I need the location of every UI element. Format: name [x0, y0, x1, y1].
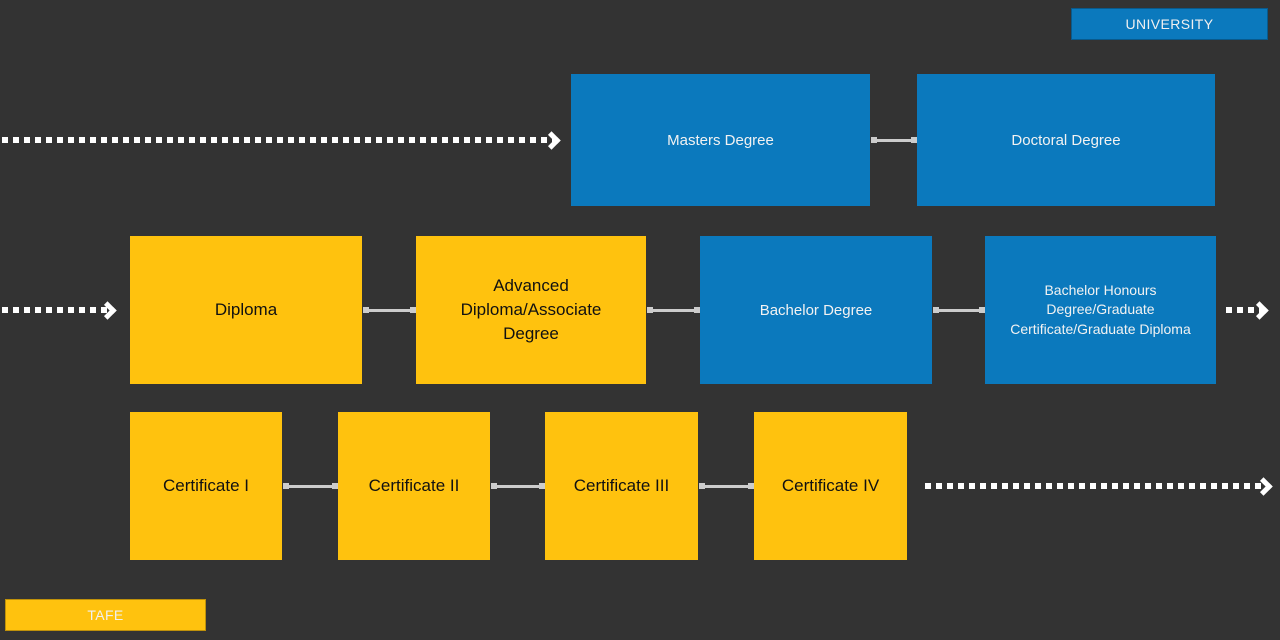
box-bachelor-honours: Bachelor Honours Degree/Graduate Certifi… — [985, 236, 1216, 384]
connector-endpoint-icon — [979, 307, 985, 313]
connector-line — [939, 308, 979, 312]
tafe-tag-label: TAFE — [87, 607, 124, 623]
dotted-line — [2, 137, 556, 143]
connector-endpoint-icon — [332, 483, 338, 489]
connector-cert1-cert2 — [283, 480, 338, 492]
box-label: Certificate III — [573, 476, 670, 496]
box-label: Doctoral Degree — [1011, 131, 1121, 149]
university-tag-label: UNIVERSITY — [1125, 16, 1214, 32]
arrowhead-icon — [542, 130, 561, 150]
box-masters-degree: Masters Degree — [571, 74, 870, 206]
connector-line — [497, 484, 539, 488]
pathway-arrow-middle-right — [1226, 300, 1269, 320]
box-label: Certificate II — [368, 476, 460, 496]
arrowhead-icon — [1250, 300, 1269, 320]
connector-endpoint-icon — [283, 483, 289, 489]
box-label: Bachelor Degree — [759, 301, 873, 319]
connector-endpoint-icon — [871, 137, 877, 143]
connector-endpoint-icon — [933, 307, 939, 313]
connector-bachelor-honours — [933, 304, 985, 316]
connector-endpoint-icon — [491, 483, 497, 489]
box-label: Diploma — [214, 300, 278, 320]
connector-endpoint-icon — [694, 307, 700, 313]
box-certificate-2: Certificate II — [338, 412, 490, 560]
connector-cert2-cert3 — [491, 480, 545, 492]
box-bachelor-degree: Bachelor Degree — [700, 236, 932, 384]
connector-cert3-cert4 — [699, 480, 754, 492]
dotted-line — [2, 307, 112, 313]
box-label: Advanced Diploma/Associate Degree — [460, 276, 602, 343]
box-label: Certificate IV — [781, 476, 880, 496]
connector-endpoint-icon — [647, 307, 653, 313]
arrowhead-icon — [98, 300, 117, 320]
tafe-tag: TAFE — [5, 599, 206, 631]
connector-line — [653, 308, 694, 312]
box-certificate-3: Certificate III — [545, 412, 698, 560]
connector-line — [877, 138, 911, 142]
connector-endpoint-icon — [699, 483, 705, 489]
box-certificate-1: Certificate I — [130, 412, 282, 560]
connector-endpoint-icon — [363, 307, 369, 313]
box-advanced-diploma: Advanced Diploma/Associate Degree — [416, 236, 646, 384]
connector-endpoint-icon — [539, 483, 545, 489]
connector-advanced-bachelor — [647, 304, 700, 316]
box-label: Masters Degree — [667, 131, 774, 149]
box-certificate-4: Certificate IV — [754, 412, 907, 560]
connector-endpoint-icon — [748, 483, 754, 489]
connector-line — [705, 484, 748, 488]
box-doctoral-degree: Doctoral Degree — [917, 74, 1215, 206]
pathway-arrow-top — [2, 130, 561, 150]
box-diploma: Diploma — [130, 236, 362, 384]
connector-endpoint-icon — [410, 307, 416, 313]
dotted-line — [925, 483, 1268, 489]
connector-line — [369, 308, 410, 312]
pathway-arrow-bottom — [925, 476, 1273, 496]
connector-diploma-advanced — [363, 304, 416, 316]
connector-endpoint-icon — [911, 137, 917, 143]
box-label: Certificate I — [163, 476, 249, 496]
connector-line — [289, 484, 332, 488]
university-tag: UNIVERSITY — [1071, 8, 1268, 40]
connector-masters-doctoral — [871, 134, 917, 146]
arrowhead-icon — [1254, 476, 1273, 496]
pathway-arrow-middle-left — [2, 300, 117, 320]
dotted-line — [1226, 307, 1264, 313]
box-label: Bachelor Honours Degree/Graduate Certifi… — [1010, 281, 1191, 337]
